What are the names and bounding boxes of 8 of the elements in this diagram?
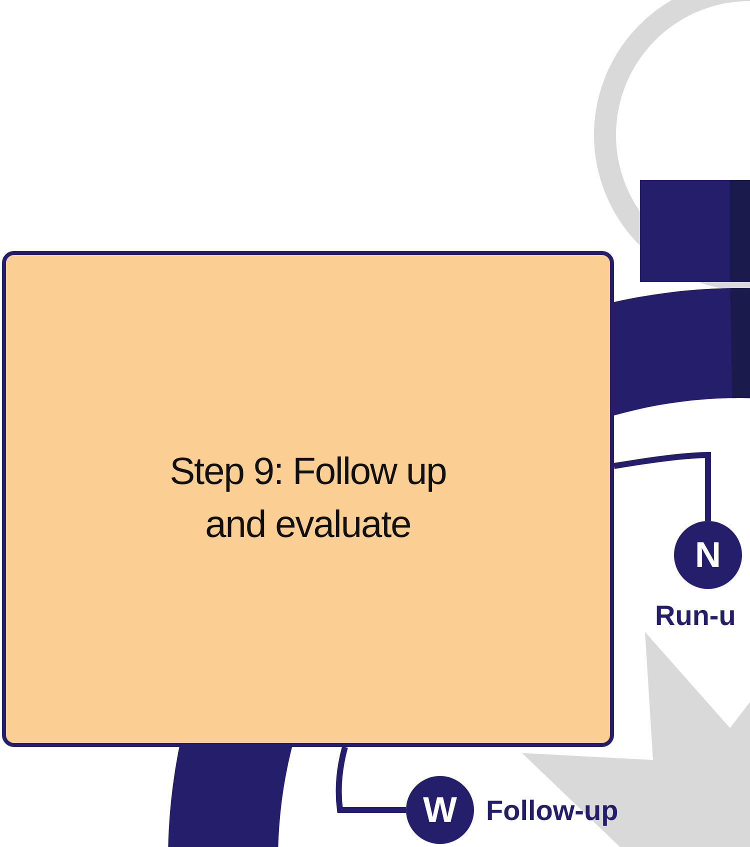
step-box	[2, 251, 614, 747]
node-text: W	[423, 792, 457, 828]
node-text: Step 9: Follow up and evaluate	[168, 450, 448, 548]
connector-line	[336, 746, 406, 813]
step-label: Run-u	[655, 600, 736, 632]
node-text: N	[695, 537, 721, 573]
connector-line	[614, 452, 711, 521]
step-label: Follow-up	[486, 795, 618, 828]
